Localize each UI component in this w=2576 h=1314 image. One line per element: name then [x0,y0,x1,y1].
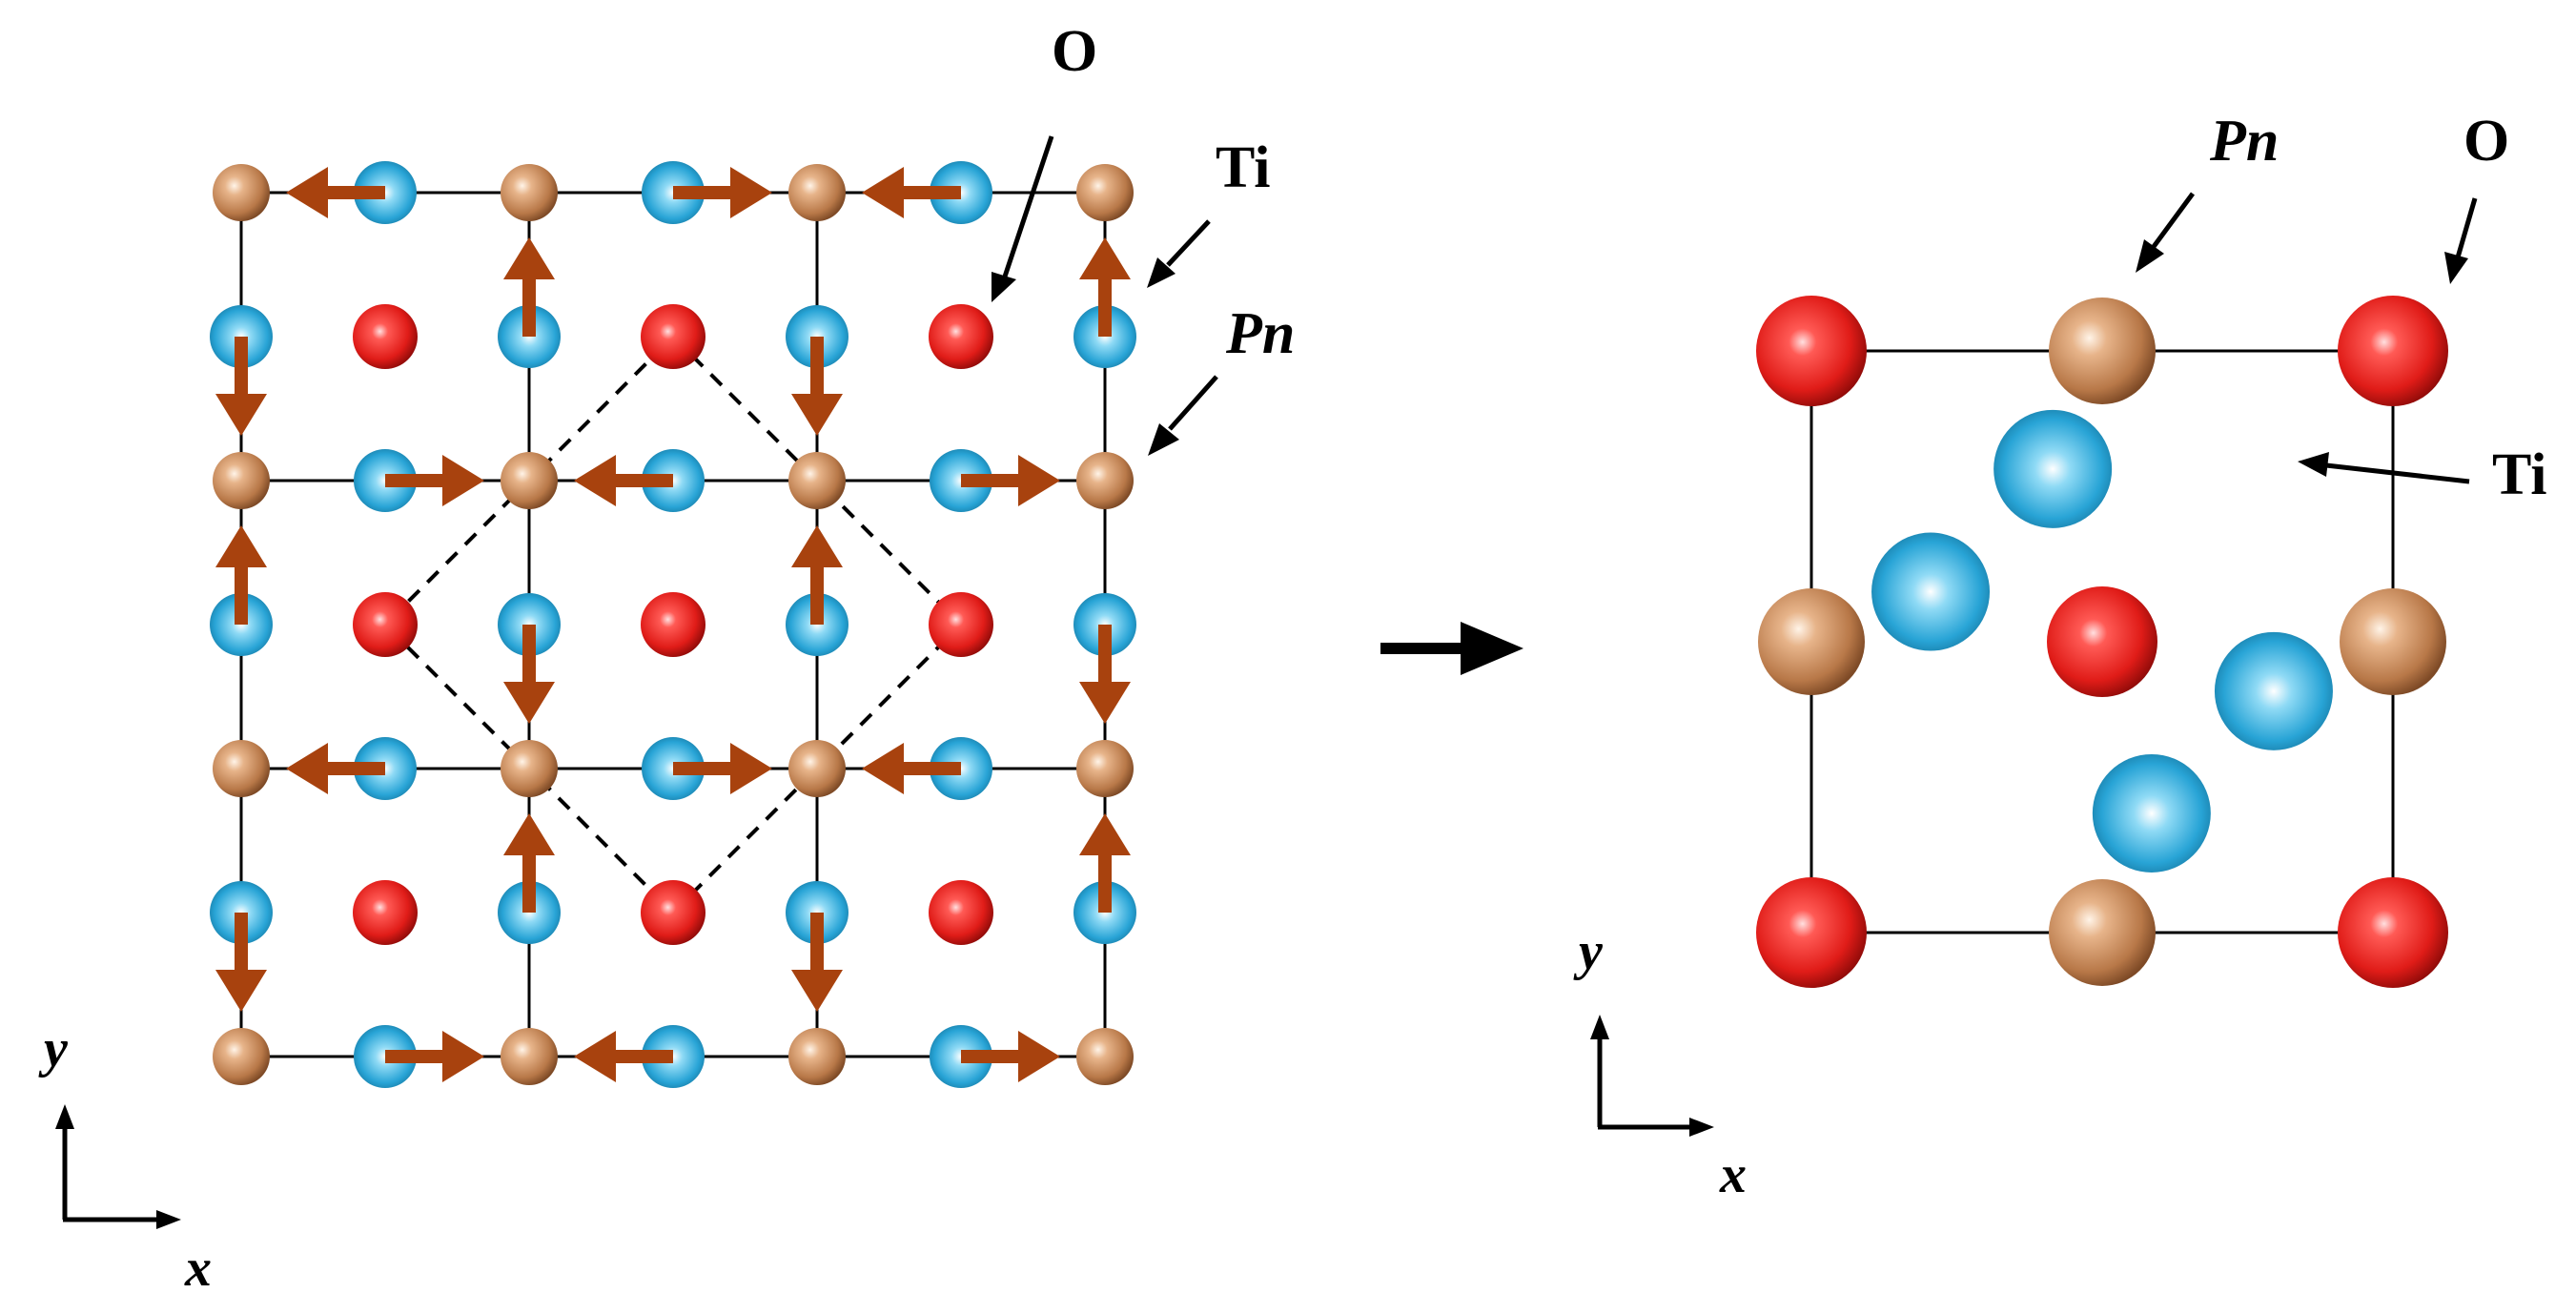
pn-atom [1076,452,1134,509]
displacement-arrow [215,337,267,436]
left-axes-indicator [55,1104,181,1229]
left-o-pointer [992,135,1054,302]
displacement-arrow [862,167,961,218]
pn-atom [788,1028,846,1085]
left-displacement-arrows [215,167,1131,1082]
displacement-arrow [215,525,267,625]
o-atom [929,880,993,945]
o-atom [929,304,993,369]
transition-arrow [1380,622,1523,675]
displacement-arrow [503,237,555,337]
ti-atom [2214,631,2333,750]
left-panel-supercell [210,161,1136,1088]
pn-atom [213,1028,270,1085]
displacement-arrow [385,1031,484,1082]
displacement-arrow [791,913,843,1012]
pn-atom [2340,588,2446,695]
displacement-arrow [961,455,1060,506]
pn-atom [788,164,846,221]
pn-atom [501,1028,558,1085]
right-o-pointer [2444,197,2478,284]
right-ti-label: Ti [2492,442,2546,507]
pn-atom [213,164,270,221]
displacement-arrow [503,625,555,724]
left-pn-pointer [1148,375,1218,456]
displacement-arrow [385,455,484,506]
left-atoms [210,161,1136,1088]
displacement-arrow [1079,625,1131,724]
o-atom [641,880,705,945]
pn-atom [213,740,270,797]
right-axes-indicator [1590,1015,1714,1137]
ti-atom [1871,532,1991,651]
pn-atom [501,740,558,797]
right-o-label: O [2464,109,2509,174]
o-atom [353,304,418,369]
left-ti-pointer [1147,219,1211,288]
displacement-arrow [286,167,385,218]
pn-atom [788,740,846,797]
o-atom [353,592,418,657]
ti-atom [2092,753,2211,873]
pn-atom [1076,1028,1134,1085]
displacement-arrow [791,337,843,436]
pn-atom [2049,879,2156,986]
displacement-arrow [673,743,772,794]
right-pn-label: Pn [2209,109,2279,174]
left-axis-x-label: x [184,1239,212,1298]
o-atom [641,592,705,657]
displacement-arrow [574,1031,673,1082]
right-ti-pointer [2298,452,2470,484]
pn-atom [1758,588,1865,695]
displacement-arrow [1079,813,1131,913]
ti-atom [1993,409,2113,528]
o-atom [1756,296,1867,406]
displacement-arrow [961,1031,1060,1082]
o-atom [1756,877,1867,988]
displacement-arrow [862,743,961,794]
o-atom [353,880,418,945]
pn-atom [788,452,846,509]
o-atom [641,304,705,369]
left-o-label: O [1052,19,1097,84]
displacement-arrow [503,813,555,913]
pn-atom [2049,298,2156,404]
pn-atom [1076,740,1134,797]
displacement-arrow [791,525,843,625]
o-atom [2047,586,2157,697]
pn-atom [1076,164,1134,221]
pn-atom [501,452,558,509]
o-atom [929,592,993,657]
right-axis-x-label: x [1719,1145,1747,1204]
left-pn-label: Pn [1225,301,1295,366]
right-pn-pointer [2136,192,2196,273]
displacement-arrow [286,743,385,794]
pn-atom [501,164,558,221]
right-panel-unit-cell [1756,296,2448,988]
right-axis-y-label: y [1573,922,1604,981]
displacement-arrow [1079,237,1131,337]
displacement-arrow [574,455,673,506]
displacement-arrow [673,167,772,218]
left-axis-y-label: y [38,1019,69,1078]
right-atoms [1756,296,2448,988]
left-ti-label: Ti [1216,135,1270,200]
pn-atom [213,452,270,509]
o-atom [2338,877,2448,988]
displacement-arrow [215,913,267,1012]
o-atom [2338,296,2448,406]
